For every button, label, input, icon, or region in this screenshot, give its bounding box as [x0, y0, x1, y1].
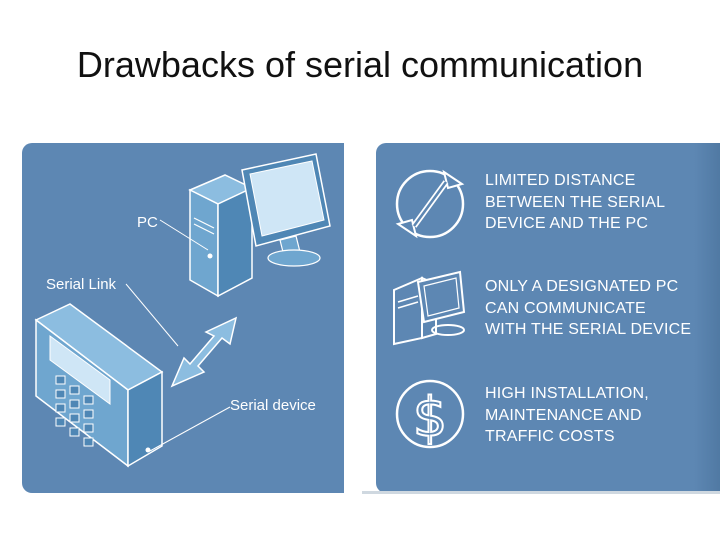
- drawback-line: CAN COMMUNICATE: [485, 299, 646, 317]
- slide-title: Drawbacks of serial communication: [76, 44, 644, 85]
- serial-device-leader-line: [149, 406, 231, 452]
- drawback-costs-text: HIGH INSTALLATION, MAINTENANCE AND TRAFF…: [485, 383, 649, 448]
- drawback-line: LIMITED DISTANCE: [485, 172, 636, 189]
- pc-label: PC: [137, 214, 158, 231]
- serial-device-label: Serial device: [230, 397, 316, 414]
- serial-link-label: Serial Link: [46, 276, 117, 293]
- pc-tower-icon: [188, 174, 254, 298]
- drawback-line: MAINTENANCE AND: [485, 406, 642, 424]
- monitor-icon: [241, 153, 331, 267]
- pos-terminal-icon: [34, 303, 164, 468]
- distance-arrows-icon: [395, 169, 465, 239]
- serial-link-arrow-icon: [170, 316, 238, 388]
- drawback-distance-text: LIMITED DISTANCE BETWEEN THE SERIAL DEVI…: [485, 170, 665, 235]
- drawback-line: WITH THE SERIAL DEVICE: [485, 321, 692, 338]
- serial-link-leader-line: [125, 283, 179, 347]
- drawback-designated-pc-text: ONLY A DESIGNATED PC CAN COMMUNICATE WIT…: [485, 276, 691, 341]
- drawback-line: ONLY A DESIGNATED PC: [485, 278, 679, 295]
- computer-icon: [393, 270, 466, 346]
- drawback-line: DEVICE AND THE PC: [485, 215, 649, 232]
- drawback-line: BETWEEN THE SERIAL: [485, 193, 666, 211]
- svg-text:$: $: [413, 386, 447, 449]
- divider: [362, 491, 720, 494]
- dollar-icon: $: [395, 379, 465, 450]
- drawback-line: TRAFFIC COSTS: [485, 428, 615, 445]
- drawback-line: HIGH INSTALLATION,: [485, 385, 649, 402]
- pc-leader-line: [159, 219, 209, 251]
